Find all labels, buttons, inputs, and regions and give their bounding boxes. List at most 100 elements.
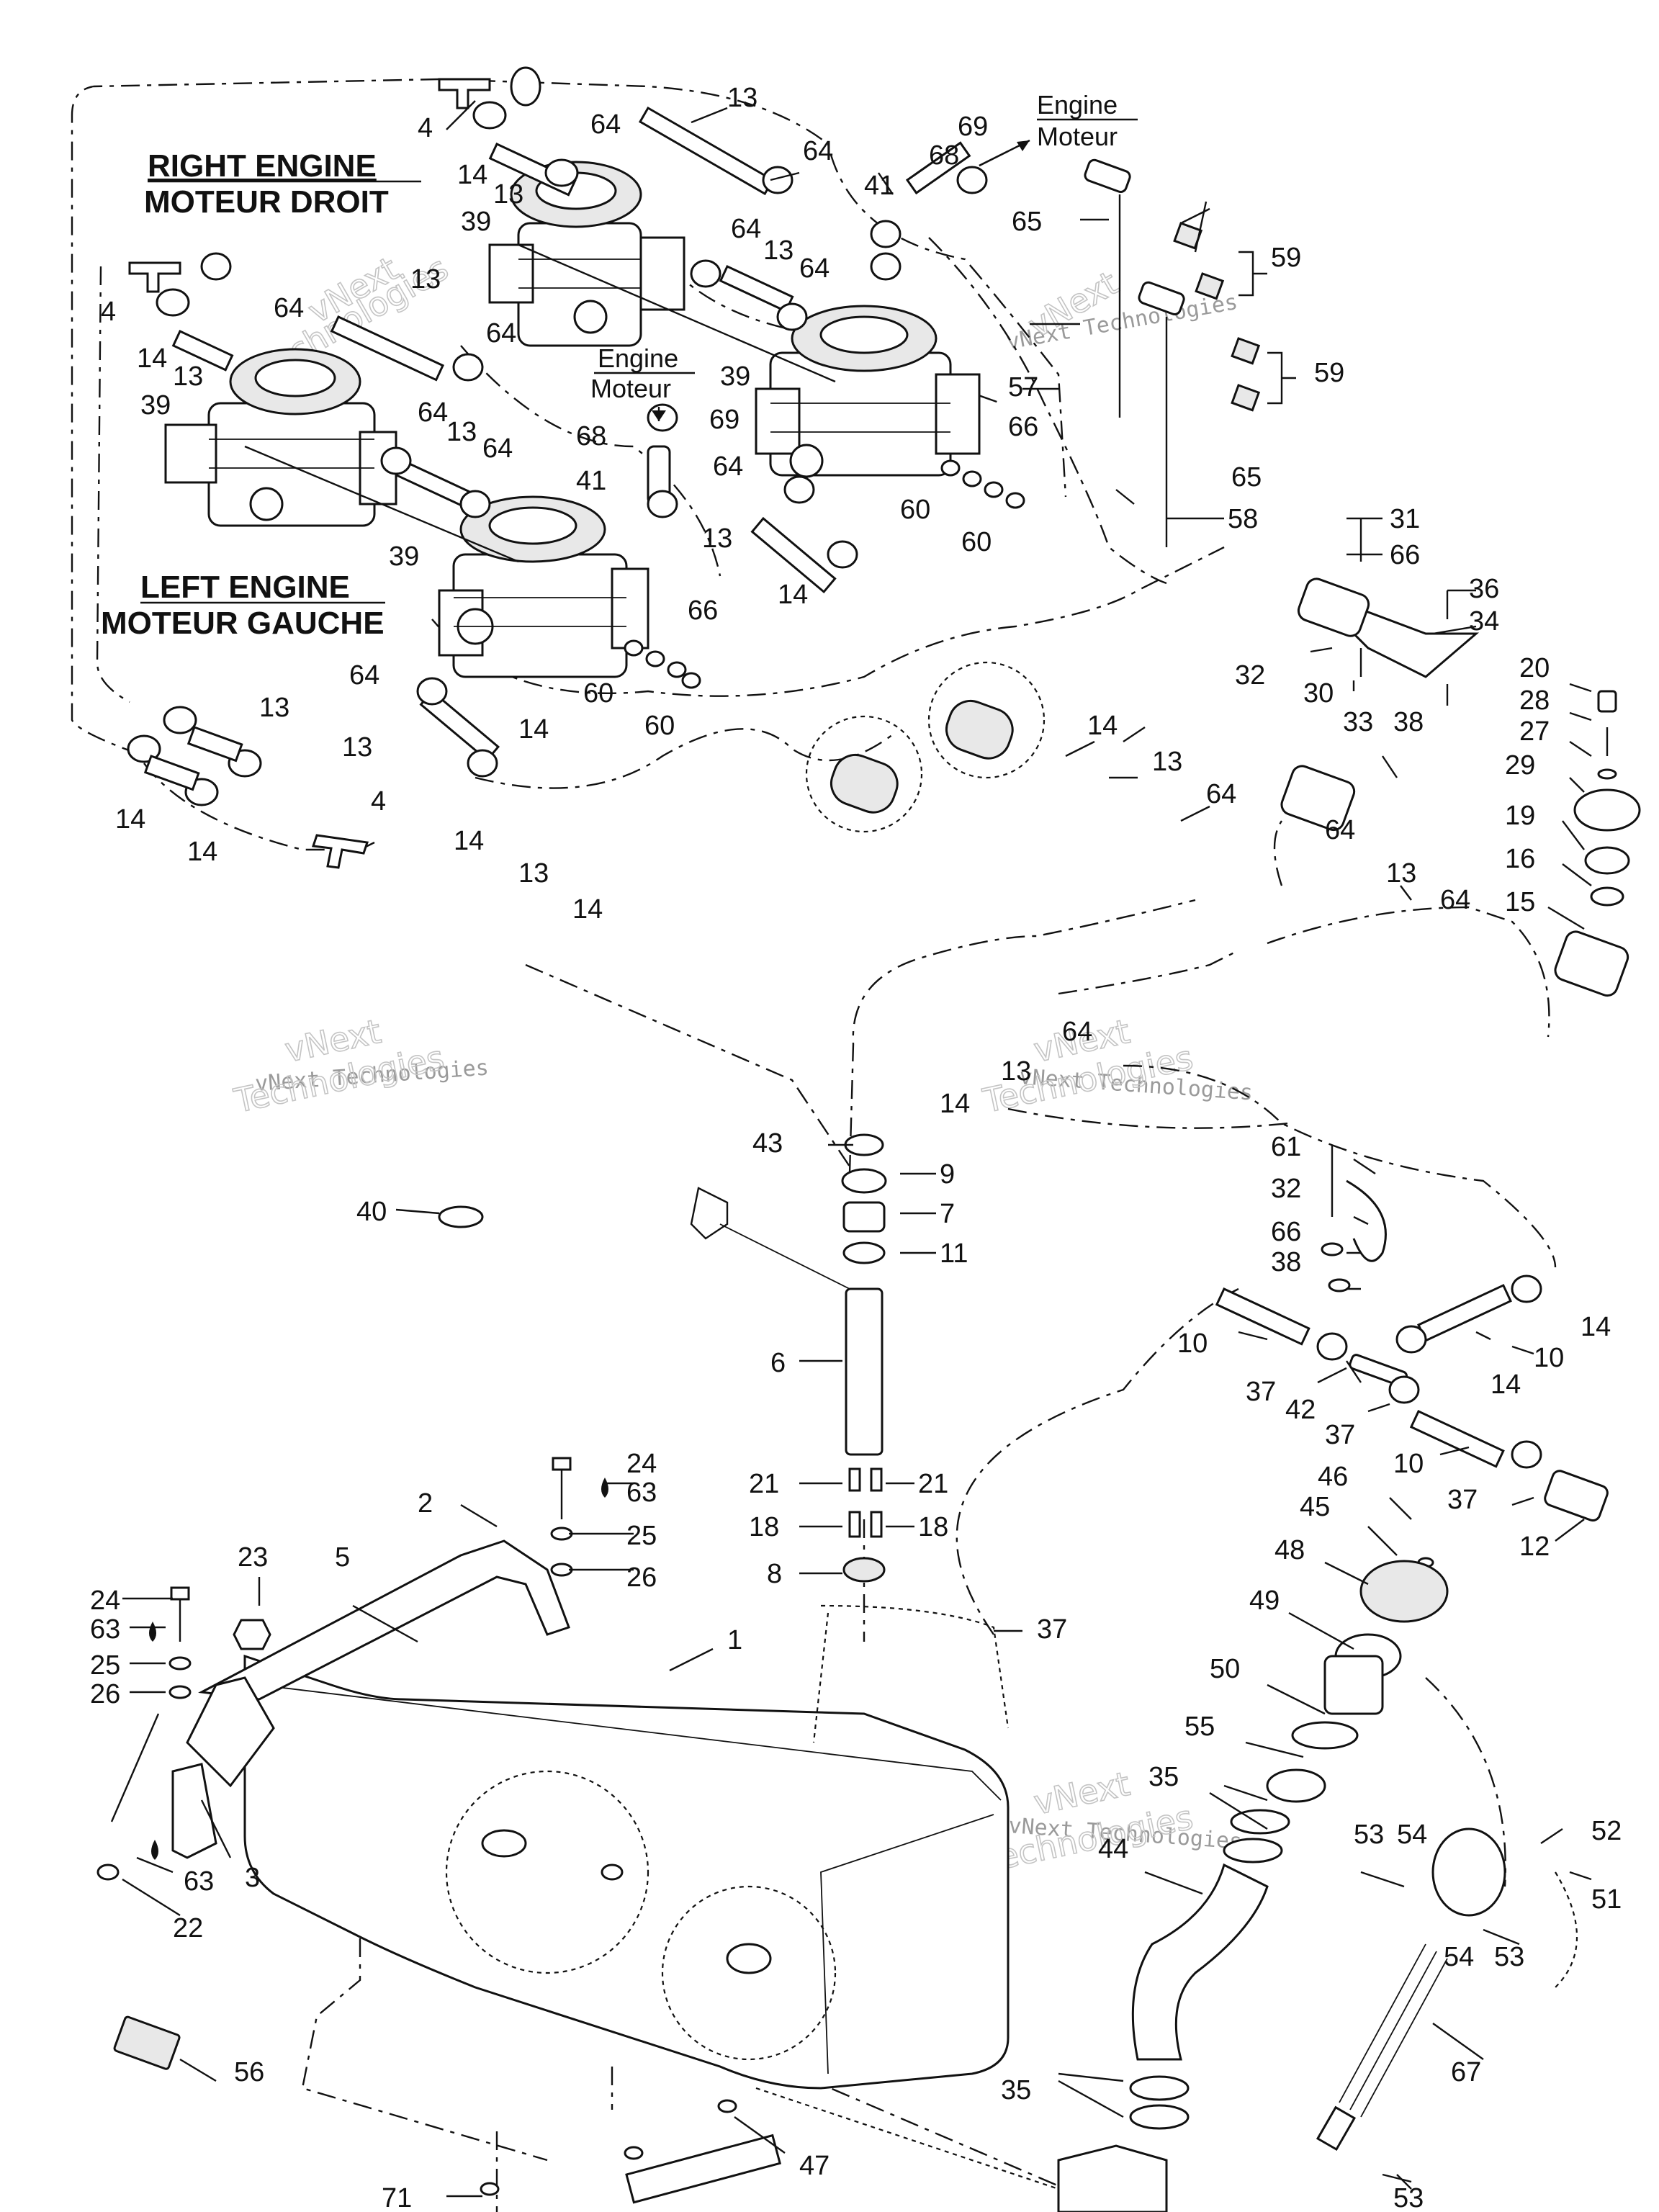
callout-number: 37 (1246, 1377, 1276, 1407)
right-engine-heading: RIGHT ENGINE (148, 148, 377, 184)
fuel-tank (243, 1604, 1168, 2212)
callout-number: 16 (1505, 844, 1535, 874)
callout-number: 28 (1519, 685, 1550, 716)
callout-number: 18 (918, 1512, 948, 1542)
callout-number: 55 (1184, 1712, 1215, 1742)
callout-number: 65 (1012, 207, 1042, 237)
drop-icon (151, 1840, 158, 1860)
callout-number: 13 (259, 693, 289, 723)
callout-number: 37 (1447, 1485, 1478, 1515)
callout-number: 14 (457, 160, 487, 190)
callout-number: 66 (1271, 1217, 1301, 1247)
callout-number: 25 (626, 1521, 657, 1551)
callout-number: 47 (799, 2151, 830, 2181)
right-engine-carburetor-lower (755, 305, 981, 478)
callout-number: 12 (1519, 1532, 1550, 1562)
callout-number: 14 (137, 343, 167, 374)
callout-number: 38 (1393, 707, 1424, 737)
section-headings: RIGHT ENGINE MOTEUR DROIT LEFT ENGINE MO… (101, 148, 421, 641)
clamp-group-upper (127, 66, 988, 851)
callout-number: 21 (749, 1469, 779, 1499)
callout-number: 35 (1148, 1762, 1179, 1792)
callout-number: 13 (1152, 747, 1182, 777)
left-engine-carburetor-upper (164, 348, 397, 527)
callout-number: 48 (1274, 1535, 1305, 1565)
engine-tag-top: Engine Moteur (979, 90, 1138, 167)
engine-tag-label: Engine (1037, 90, 1118, 120)
callout-number: 15 (1505, 887, 1535, 917)
callout-number: 13 (763, 235, 793, 266)
left-engine-heading: LEFT ENGINE (140, 570, 350, 605)
callout-number: 63 (626, 1478, 657, 1508)
callout-number: 13 (342, 732, 372, 763)
callout-number: 71 (382, 2183, 412, 2212)
callout-number: 64 (486, 318, 516, 349)
callout-number: 63 (184, 1866, 214, 1897)
callout-number: 64 (1325, 815, 1355, 845)
callout-number: 14 (778, 580, 808, 610)
callout-number: 40 (356, 1197, 387, 1227)
fastener-group (96, 1457, 782, 2204)
callout-number: 8 (767, 1559, 782, 1589)
callout-number: 68 (929, 140, 959, 171)
callout-number: 10 (1393, 1449, 1424, 1479)
callout-number: 46 (1318, 1462, 1348, 1492)
callout-labels: 4 13 64 64 68 69 14 13 4 1 65 59 39 64 13… (90, 83, 1622, 2212)
callout-number: 39 (140, 390, 171, 421)
callout-number: 59 (1314, 358, 1344, 388)
callout-number: 14 (1581, 1312, 1611, 1342)
callout-number: 13 (446, 417, 477, 447)
callout-number: 67 (1451, 2057, 1481, 2087)
callout-number: 38 (1271, 1247, 1301, 1277)
drop-icon-group (149, 1478, 608, 1860)
callout-number: 64 (799, 253, 830, 284)
drop-icon (601, 1478, 608, 1498)
callout-number: 13 (1386, 858, 1416, 889)
left-engine-carburetor-lower (438, 495, 649, 678)
callout-number: 14 (1087, 711, 1118, 741)
callout-number: 14 (1491, 1370, 1521, 1400)
callout-number: 4 (418, 113, 433, 143)
callout-number: 4 (371, 786, 386, 817)
callout-number: 66 (1390, 540, 1420, 570)
callout-number: 56 (234, 2057, 264, 2087)
drop-icon (149, 1622, 156, 1642)
callout-number: 24 (626, 1449, 657, 1479)
callout-number: 13 (727, 83, 757, 113)
callout-number: 25 (90, 1650, 120, 1681)
callout-number: 64 (1062, 1017, 1092, 1047)
callout-number: 52 (1591, 1816, 1622, 1846)
callout-number: 36 (1469, 574, 1499, 604)
callout-number: 39 (389, 541, 419, 572)
callout-number: 64 (803, 136, 833, 166)
callout-number: 54 (1444, 1942, 1474, 1972)
callout-number: 30 (1303, 678, 1334, 709)
callout-number: 33 (1343, 707, 1373, 737)
callout-number: 29 (1505, 750, 1535, 781)
callout-number: 14 (454, 826, 484, 856)
filler-neck-group (1129, 1557, 1578, 2183)
callout-number: 13 (518, 858, 549, 889)
fuel-filter-group (805, 661, 1046, 833)
callout-number: 26 (626, 1563, 657, 1593)
callout-number: 13 (493, 179, 523, 210)
callout-number: 32 (1271, 1174, 1301, 1204)
callout-number: 49 (1249, 1586, 1280, 1616)
callout-number: 13 (1001, 1056, 1031, 1087)
callout-number: 37 (1325, 1420, 1355, 1450)
callout-number: 60 (644, 711, 675, 741)
callout-number: 1 (727, 1625, 742, 1655)
callout-number: 64 (482, 433, 513, 464)
callout-number: 24 (90, 1586, 120, 1616)
callout-number: 53 (1393, 2183, 1424, 2212)
callout-number: 64 (1206, 779, 1236, 809)
callout-number: 7 (940, 1199, 955, 1229)
callout-number: 64 (418, 397, 448, 428)
callout-number: 66 (688, 595, 718, 626)
callout-number: 53 (1354, 1820, 1384, 1850)
routing-lines (71, 78, 1557, 2212)
callout-number: 69 (958, 112, 988, 142)
callout-number: 22 (173, 1913, 203, 1943)
callout-number: 44 (1098, 1834, 1128, 1864)
callout-number: 64 (274, 293, 304, 323)
